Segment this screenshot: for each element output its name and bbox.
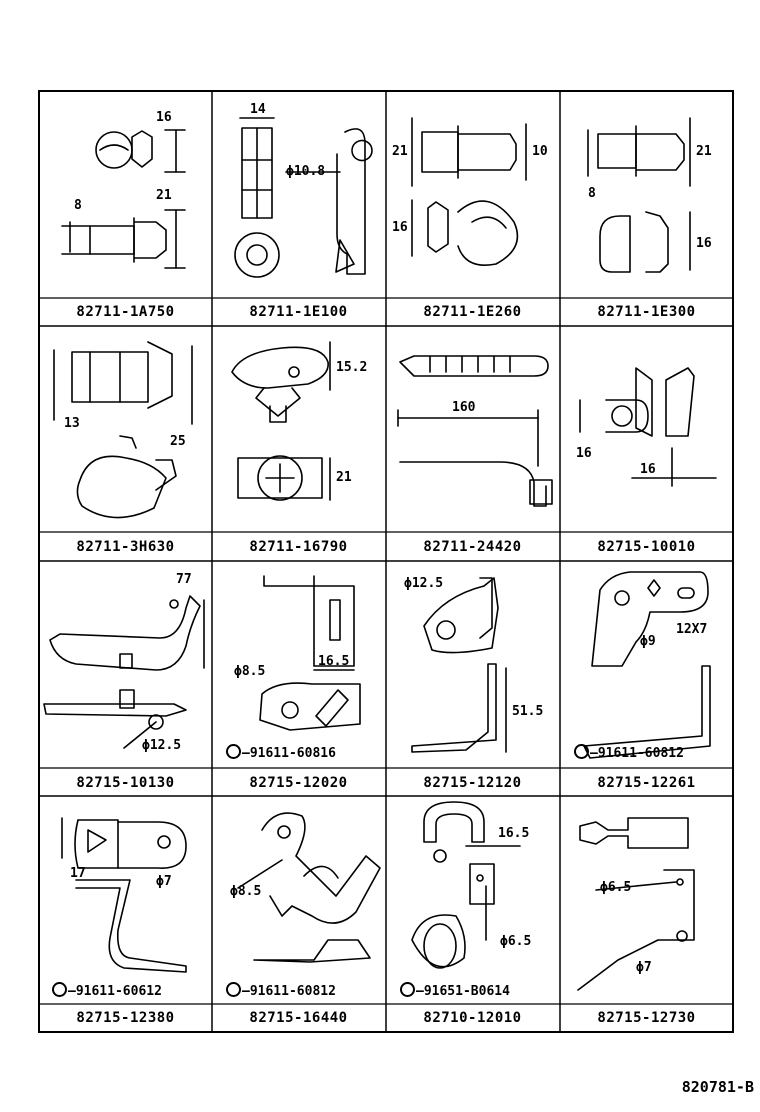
- clip-drawing-82715-12120: [411, 577, 507, 753]
- clip-drawing-82715-12730: [577, 817, 695, 991]
- part-number-label: 82711-3H630: [76, 539, 175, 555]
- dim-label: 160: [452, 400, 476, 415]
- bolt-icon: [226, 982, 241, 997]
- clip-drawing-82711-1A750: [61, 129, 186, 269]
- clip-drawing-82715-10130: [43, 595, 205, 749]
- dim-label: ϕ12.5: [404, 576, 444, 591]
- dim-label: ϕ10.8: [286, 164, 326, 179]
- clip-drawing-82715-12380: [61, 817, 187, 973]
- dim-label: 8: [74, 198, 82, 213]
- dim-label: 13: [64, 416, 80, 431]
- bolt-reference: —91611-60812: [226, 982, 336, 999]
- dim-label: 16: [156, 110, 172, 125]
- dim-label: 16: [392, 220, 408, 235]
- bolt-reference: —91651-B0614: [400, 982, 510, 999]
- dim-label: ϕ6.5: [600, 880, 632, 895]
- part-number-label: 82715-16440: [249, 1010, 348, 1026]
- dim-label: 14: [250, 102, 266, 117]
- part-number-label: 82715-10010: [597, 539, 696, 555]
- part-number-label: 82715-10130: [76, 775, 175, 791]
- part-number-label: 82711-16790: [249, 539, 348, 555]
- dim-label: ϕ6.5: [500, 934, 532, 949]
- clip-drawing-82715-12261: [583, 571, 711, 759]
- clip-drawing-82711-3H630: [53, 341, 193, 519]
- part-number-label: 82715-12120: [423, 775, 522, 791]
- dim-label: 21: [156, 188, 172, 203]
- clip-drawing-82710-12010: [411, 801, 521, 969]
- dim-label: ϕ8.5: [230, 884, 262, 899]
- clip-drawing-82711-1E300: [587, 117, 691, 273]
- clip-drawing-82715-16440: [237, 812, 381, 963]
- dim-label: ϕ7: [156, 874, 172, 889]
- part-number-label: 82715-12261: [597, 775, 696, 791]
- dim-label: 21: [336, 470, 352, 485]
- clip-drawing-82715-10010: [579, 367, 717, 487]
- part-number-label: 82711-1E260: [423, 304, 522, 320]
- dim-label: ϕ9: [640, 634, 656, 649]
- part-number-label: 82715-12380: [76, 1010, 175, 1026]
- part-number-label: 82711-24420: [423, 539, 522, 555]
- dim-label: 16: [640, 462, 656, 477]
- dim-label: ϕ7: [636, 960, 652, 975]
- dim-label: 10: [532, 144, 548, 159]
- dim-label: 21: [392, 144, 408, 159]
- clip-drawing-82715-12020: [259, 575, 361, 731]
- dim-label: 25: [170, 434, 186, 449]
- bolt-icon: [52, 982, 67, 997]
- dim-label: 21: [696, 144, 712, 159]
- dim-label: 15.2: [336, 360, 368, 375]
- dim-label: 77: [176, 572, 192, 587]
- clip-drawing-82711-16790: [231, 341, 331, 501]
- dim-label: 16.5: [318, 654, 350, 669]
- dim-label: 51.5: [512, 704, 544, 719]
- part-number-label: 82715-12020: [249, 775, 348, 791]
- dim-label: ϕ8.5: [234, 664, 266, 679]
- clip-drawing-82711-1E100: [234, 117, 373, 278]
- part-number-label: 82711-1A750: [76, 304, 175, 320]
- clip-drawing-82711-1E260: [411, 117, 527, 266]
- bolt-icon: [400, 982, 415, 997]
- dim-label: 17: [70, 866, 86, 881]
- dim-label: 16: [576, 446, 592, 461]
- dim-label: ϕ12.5: [142, 738, 182, 753]
- dim-label: 16.5: [498, 826, 530, 841]
- part-number-label: 82711-1E100: [249, 304, 348, 320]
- drawing-id: 820781-B: [681, 1078, 754, 1096]
- bolt-reference: —91611-60816: [226, 744, 336, 761]
- part-number-label: 82710-12010: [423, 1010, 522, 1026]
- dim-label: 8: [588, 186, 596, 201]
- clip-drawing-82711-24420: [397, 355, 553, 507]
- dim-label: 16: [696, 236, 712, 251]
- bolt-icon: [226, 744, 241, 759]
- dim-label: 12X7: [676, 622, 708, 637]
- bolt-reference: —91611-60812: [574, 744, 684, 761]
- bolt-icon: [574, 744, 589, 759]
- part-number-label: 82711-1E300: [597, 304, 696, 320]
- bolt-reference: —91611-60612: [52, 982, 162, 999]
- part-number-label: 82715-12730: [597, 1010, 696, 1026]
